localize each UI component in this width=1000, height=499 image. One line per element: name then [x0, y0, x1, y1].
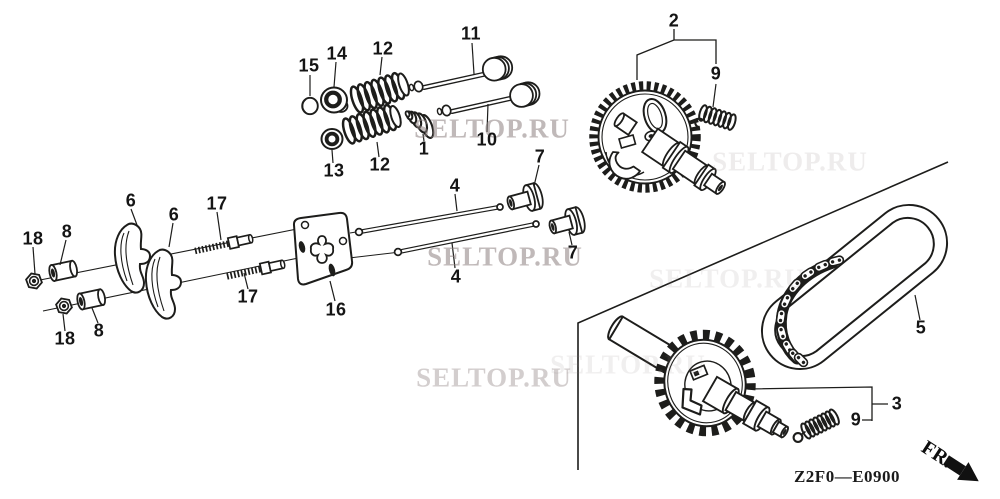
part-label-17-17: 17	[237, 286, 259, 307]
push-rod-1	[354, 203, 504, 237]
part-label-7-11: 7	[567, 242, 579, 263]
diagram-code: Z2F0—E0900	[793, 467, 901, 486]
fr-arrow-icon	[943, 455, 979, 482]
rocker-arm-2	[144, 248, 182, 320]
rocker-pivot-2	[75, 287, 108, 312]
decompressor-spring-lower	[792, 408, 840, 443]
part-label-18-20: 18	[54, 328, 76, 349]
part-label-15-0: 15	[298, 55, 320, 76]
part-label-3-24: 3	[891, 393, 903, 414]
label-bracket-3	[747, 386, 888, 421]
part-label-7-10: 7	[534, 146, 546, 167]
rocker-stud-1	[195, 233, 254, 251]
part-label-8-19: 8	[61, 221, 73, 242]
spring-retainer-lower	[320, 128, 344, 150]
intake-valve	[408, 55, 514, 93]
flange-nut-1	[25, 272, 43, 290]
part-label-12-7: 12	[369, 154, 391, 175]
part-label-2-4: 2	[668, 10, 680, 31]
rocker-arm-1	[113, 222, 151, 294]
part-label-5-23: 5	[915, 317, 927, 338]
flange-nut-2	[55, 297, 73, 315]
watermark-5: SELTOP.RU	[550, 349, 706, 380]
part-label-12-2: 12	[372, 38, 394, 59]
section-divider-line	[577, 161, 949, 470]
part-label-14-1: 14	[326, 43, 348, 64]
camshaft-gear-assembly	[589, 81, 726, 195]
valve-stem-seal	[404, 110, 435, 139]
part-label-16-22: 16	[325, 299, 347, 320]
valve-tappet-1	[503, 181, 547, 218]
part-label-6-14: 6	[125, 190, 137, 211]
leader-lines	[32, 42, 921, 332]
part-label-13-6: 13	[323, 160, 345, 181]
part-label-10-9: 10	[476, 129, 498, 150]
part-label-18-18: 18	[22, 228, 44, 249]
push-rod-guide-plate	[292, 211, 354, 286]
part-label-11-3: 11	[460, 23, 482, 44]
timing-chain	[760, 203, 949, 371]
exhaust-valve	[436, 81, 541, 117]
part-label-4-13: 4	[450, 266, 462, 287]
part-label-1-8: 1	[418, 138, 430, 159]
part-label-8-21: 8	[93, 320, 105, 341]
push-rod-2	[393, 220, 540, 257]
valve-cap	[301, 96, 319, 116]
part-label-4-12: 4	[449, 175, 461, 196]
camshaft-sprocket-assembly	[607, 315, 789, 439]
watermark-2: SELTOP.RU	[416, 362, 572, 393]
rocker-pivot-1	[47, 259, 80, 283]
watermark-0: SELTOP.RU	[414, 113, 570, 144]
valve-tappet-2	[545, 205, 589, 242]
watermark-1: SELTOP.RU	[427, 241, 583, 272]
label-bracket-2	[636, 29, 717, 80]
part-label-17-16: 17	[206, 193, 228, 214]
part-label-9-5: 9	[710, 63, 722, 84]
decompressor-spring-upper	[694, 104, 737, 131]
rocker-stud-2	[227, 258, 286, 276]
spring-retainer-upper	[320, 86, 349, 114]
valve-spring-lower	[341, 103, 402, 145]
watermark-3: SELTOP.RU	[712, 146, 868, 177]
part-label-9-25: 9	[850, 409, 862, 430]
part-label-6-15: 6	[168, 204, 180, 225]
watermark-4: SELTOP.RU	[649, 263, 805, 294]
